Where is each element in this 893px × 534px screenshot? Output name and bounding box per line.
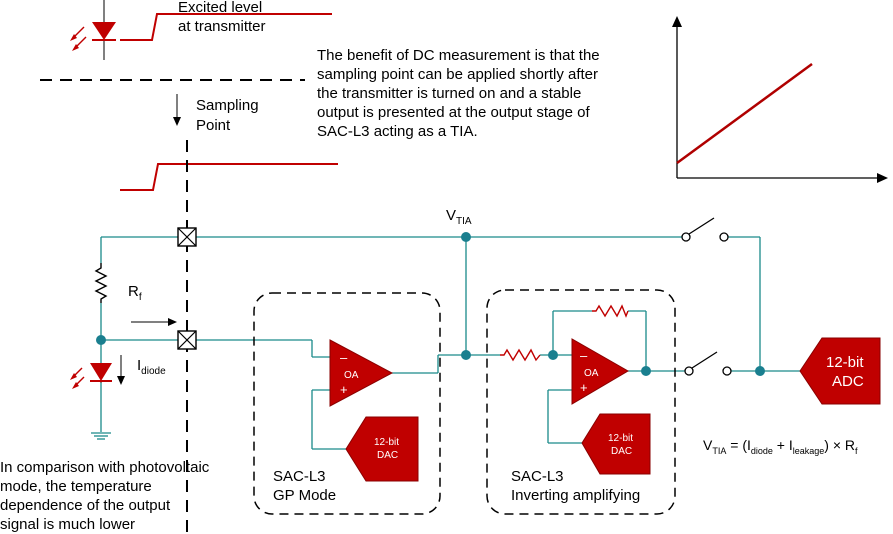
sac-inverting-box	[486, 289, 676, 515]
junction-dots	[96, 232, 765, 376]
vtia-label: VTIA	[446, 207, 472, 227]
sampled-output-waveform	[120, 163, 338, 191]
idiode-label: Idiode	[137, 357, 166, 377]
svg-text:–: –	[580, 348, 588, 363]
svg-text:12-bit: 12-bit	[608, 433, 633, 444]
svg-text:OA: OA	[344, 370, 359, 381]
input-resistor-icon	[500, 348, 541, 362]
svg-text:DAC: DAC	[611, 446, 632, 457]
sac-gp-mode-box	[253, 292, 441, 515]
comparison-text-line1: In comparison with photovoltaic	[0, 459, 210, 476]
excited-label-line2: at transmitter	[178, 18, 266, 35]
comparison-text-line3: dependence of the output	[0, 497, 171, 514]
switch-bottom-icon	[684, 351, 732, 376]
benefit-text-line5: SAC-L3 acting as a TIA.	[317, 123, 478, 140]
sac-gp-label-line1: SAC-L3	[273, 468, 326, 485]
svg-text:ADC: ADC	[832, 373, 864, 390]
comparison-text-line4: signal is much lower	[0, 516, 135, 533]
sample-switch-top-icon	[177, 227, 197, 247]
x-axis-arrow-icon	[877, 173, 888, 183]
switch-top-icon	[681, 217, 729, 242]
sampling-label-line1: Sampling	[196, 97, 259, 114]
current-arrow-icon	[131, 318, 177, 326]
circuit-wires	[100, 236, 800, 450]
opamp-inverting-icon: – + OA	[571, 338, 629, 405]
svg-text:12-bit: 12-bit	[374, 437, 399, 448]
svg-text:+: +	[580, 380, 588, 395]
graph-trend-line	[676, 62, 813, 165]
sac-inv-label-line2: Inverting amplifying	[511, 487, 640, 504]
rf-resistor-icon	[94, 263, 108, 303]
benefit-text-line2: sampling point can be applied shortly af…	[317, 66, 598, 83]
sac-inv-label-line1: SAC-L3	[511, 468, 564, 485]
comparison-text-line2: mode, the temperature	[0, 478, 152, 495]
excited-level-waveform	[120, 13, 332, 41]
linearity-graph	[672, 16, 888, 183]
excited-label-line1: Excited level	[178, 0, 262, 16]
adc-block: 12-bit ADC	[799, 337, 881, 405]
dac-gp-block: 12-bit DAC	[345, 416, 419, 482]
svg-text:+: +	[340, 382, 348, 397]
svg-text:OA: OA	[584, 368, 599, 379]
benefit-text-line1: The benefit of DC measurement is that th…	[317, 47, 600, 64]
sac-gp-label-line2: GP Mode	[273, 487, 336, 504]
opamp-gp-icon: – + OA	[329, 339, 394, 407]
svg-text:12-bit: 12-bit	[826, 354, 864, 371]
feedback-resistor-icon	[592, 304, 629, 318]
photodiode-icon	[70, 363, 112, 389]
y-axis-arrow-icon	[672, 16, 682, 27]
transmitter-led-icon	[70, 0, 116, 60]
sampling-label-line2: Point	[196, 117, 231, 134]
idiode-arrow-icon	[117, 355, 125, 385]
vtia-equation: VTIA = (Idiode + Ileakage) × Rf	[703, 437, 858, 456]
sample-switch-bottom-icon	[177, 330, 197, 350]
svg-text:–: –	[340, 350, 348, 365]
benefit-text-line3: the transmitter is turned on and a stabl…	[317, 85, 581, 102]
dac-inverting-block: 12-bit DAC	[581, 413, 651, 475]
rf-label: Rf	[128, 283, 142, 303]
ground-icon	[91, 432, 111, 440]
sampling-arrow-icon	[173, 94, 181, 126]
svg-text:DAC: DAC	[377, 450, 398, 461]
benefit-text-line4: output is presented at the output stage …	[317, 104, 591, 121]
